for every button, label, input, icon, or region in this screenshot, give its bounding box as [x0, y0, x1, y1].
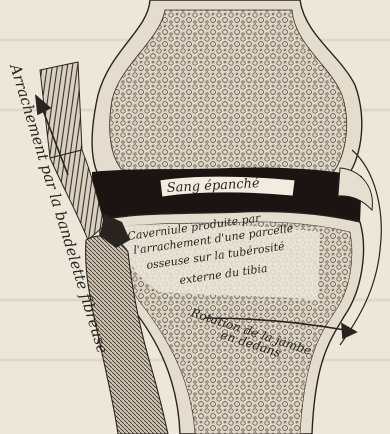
knee-joint-illustration: Arrachement par la bandelette fibreuse S…: [0, 0, 390, 434]
knee-drawing: Arrachement par la bandelette fibreuse S…: [0, 0, 390, 434]
